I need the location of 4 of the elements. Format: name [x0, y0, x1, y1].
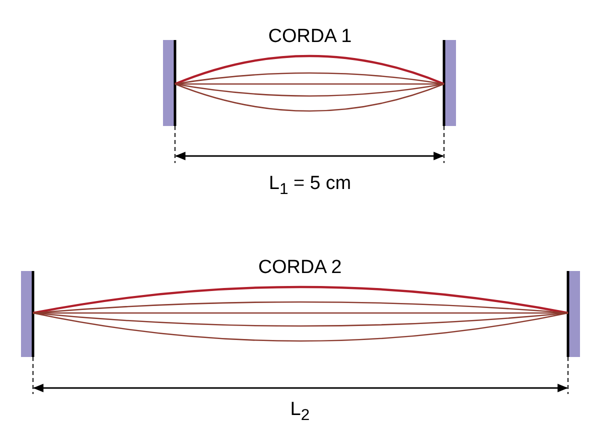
string-label: CORDA 2: [258, 258, 342, 277]
length-label: L$_{1}$ = 5 cm: [268, 174, 352, 198]
length-label: L$_{2}$: [290, 400, 310, 424]
string-label: CORDA 1: [268, 27, 352, 46]
